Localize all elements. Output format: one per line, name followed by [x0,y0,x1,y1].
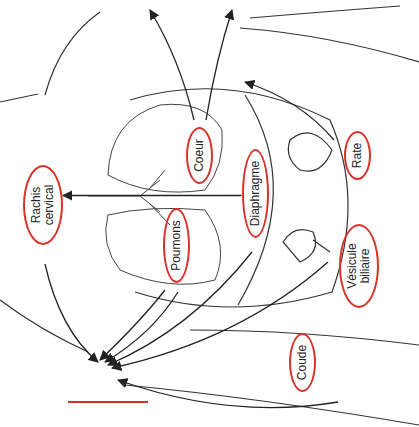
lungs [88,104,222,284]
red-oval-label: Coeur [186,127,213,184]
pain-arrows [45,10,338,408]
organ-label: Rate [351,142,364,167]
organ-label: Coeur [192,139,205,172]
referral-arrow [63,195,242,196]
organ-label: Vésicule biliaire [346,236,372,296]
red-oval-label: Diaphragme [242,149,269,238]
gallbladder-shape [283,230,330,262]
red-oval-label: Vésicule biliaire [339,224,379,308]
red-oval-label: Coude [289,333,316,392]
red-underline [68,401,148,403]
spleen-shape [288,133,332,171]
organ-label: Rachis cervical [30,177,56,233]
red-oval-label: Rate [344,131,371,180]
organ-label: Coude [296,344,309,379]
red-oval-label: Poumons [163,208,190,283]
organ-label: Diaphragme [249,160,262,225]
organ-label: Poumons [169,220,182,271]
red-oval-label: Rachis cervical [23,165,63,245]
body-outline [0,6,419,425]
